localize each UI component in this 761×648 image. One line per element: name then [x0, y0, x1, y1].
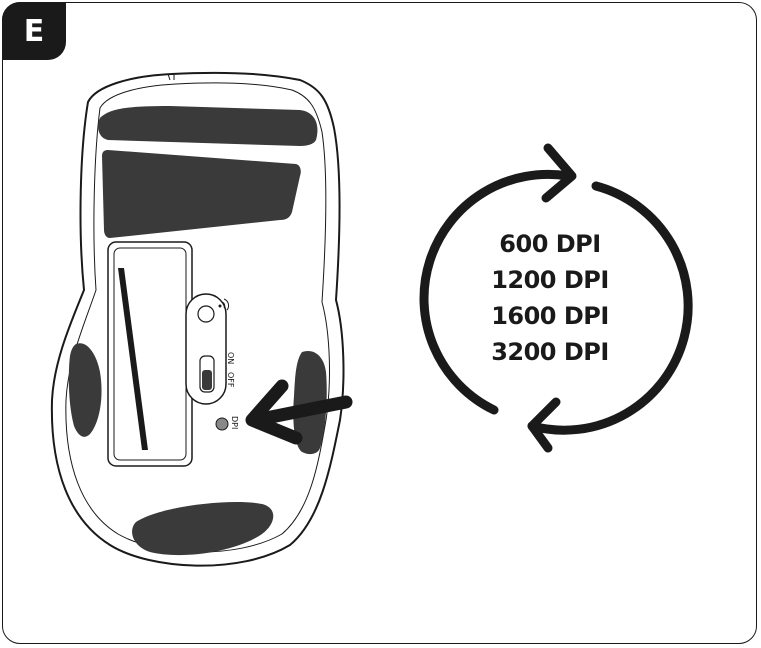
battery-cover-groove: [118, 268, 148, 450]
top-glide-pad: [98, 106, 318, 146]
dpi-button[interactable]: [215, 417, 229, 431]
seam-mark: [167, 73, 175, 81]
power-switch-housing[interactable]: [185, 293, 227, 405]
right-side-glide-pad: [293, 350, 327, 455]
dpi-level-3: 1600 DPI: [491, 302, 609, 330]
cycle-arrows-icon: [419, 143, 693, 453]
mouse-body-inner-line: [65, 82, 330, 553]
dpi-level-4: 3200 DPI: [491, 338, 609, 366]
bottom-glide-pad: [132, 502, 274, 556]
sensor-led: [197, 305, 215, 323]
wireless-signal-icon: [218, 298, 230, 311]
step-letter: E: [23, 14, 45, 49]
dpi-level-1: 600 DPI: [499, 230, 601, 258]
switch-on-label: ON: [226, 352, 235, 364]
switch-off-label: OFF: [226, 372, 235, 388]
power-switch-knob[interactable]: [202, 370, 212, 390]
step-badge: E: [2, 2, 66, 60]
left-side-glide-pad: [68, 343, 102, 437]
pointer-arrow-icon: [245, 379, 353, 445]
dpi-level-2: 1200 DPI: [491, 266, 609, 294]
dpi-button-label: DPI: [230, 416, 239, 429]
dpi-level-list: 600 DPI 1200 DPI 1600 DPI 3200 DPI: [470, 226, 630, 370]
middle-glide-pad: [102, 150, 301, 238]
